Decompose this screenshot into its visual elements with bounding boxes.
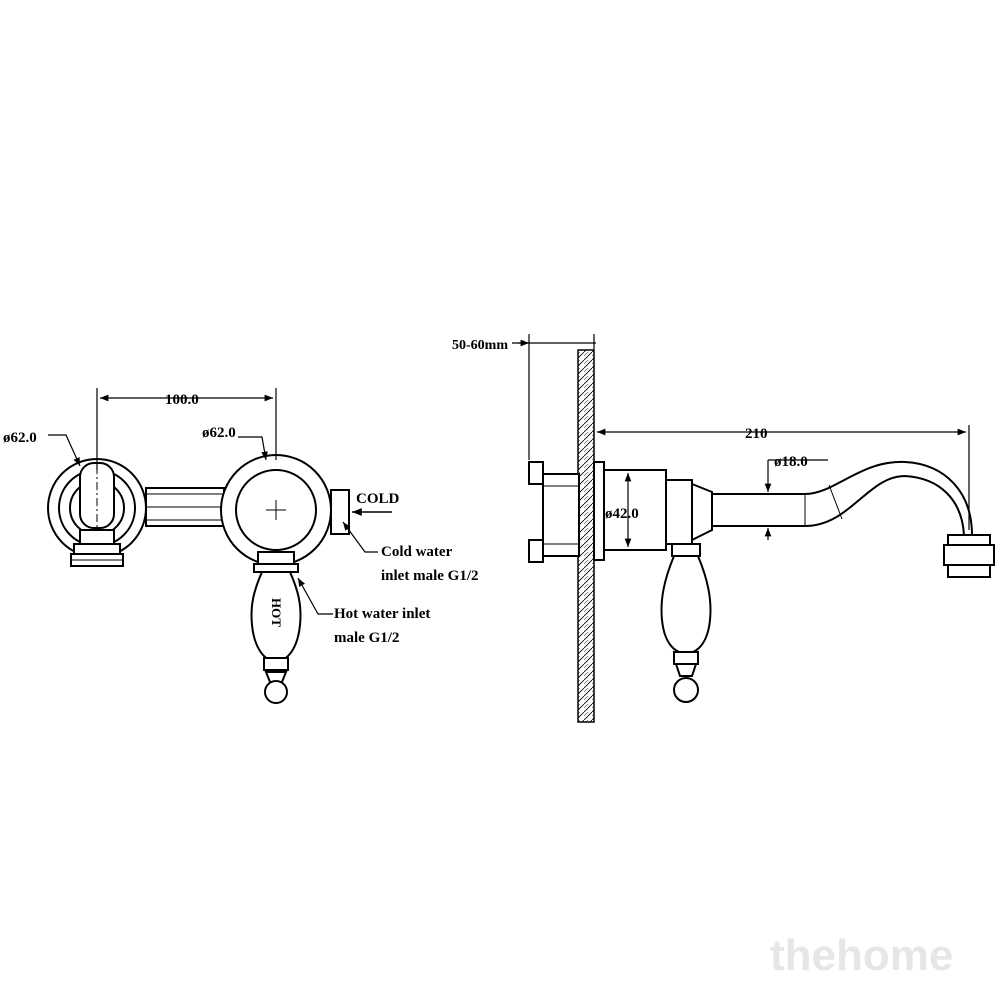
- hot-note-leader: [297, 577, 333, 615]
- cold-note-line2: inlet male G1/2: [381, 568, 479, 584]
- concealed-body: [528, 461, 605, 563]
- cold-note-line1: Cold water: [381, 544, 453, 560]
- hot-note-line2: male G1/2: [334, 630, 399, 646]
- dim-spout-length-label: 210: [745, 426, 768, 442]
- cold-note-leader: [342, 521, 378, 553]
- dim-wall-depth: [512, 334, 596, 460]
- dim-right-diameter-label: ø62.0: [202, 425, 236, 441]
- side-body: [603, 469, 713, 551]
- front-view: HOT 100.0 ø62.0 ø62.0 COLD Cold water in…: [3, 388, 479, 704]
- lever-handle-side: [660, 543, 712, 703]
- cold-label: COLD: [356, 491, 400, 507]
- dim-body-diameter-label: ø42.0: [605, 506, 639, 522]
- dim-wall-depth-label: 50-60mm: [452, 338, 508, 353]
- hot-handle-label: HOT: [269, 598, 284, 627]
- dim-left-diameter-label: ø62.0: [3, 430, 37, 446]
- dim-left-diameter: [48, 434, 81, 467]
- spout: [711, 460, 995, 578]
- watermark: thehome: [770, 931, 953, 980]
- dim-right-diameter: [238, 436, 268, 461]
- side-view: 50-60mm 210 ø18.0 ø42.0: [452, 334, 995, 723]
- dim-centers-label: 100.0: [165, 392, 199, 408]
- lever-handle-front: [250, 571, 302, 704]
- dim-centers: [96, 388, 277, 470]
- connecting-bar: [145, 487, 225, 527]
- dim-spout-length: [597, 425, 970, 530]
- right-valve-body: [220, 454, 350, 573]
- left-valve-body: [47, 458, 147, 567]
- dim-spout-diameter-label: ø18.0: [774, 454, 808, 470]
- dim-spout-diameter: [764, 459, 828, 540]
- hot-note-line1: Hot water inlet: [334, 606, 430, 622]
- wall-section: [577, 349, 595, 723]
